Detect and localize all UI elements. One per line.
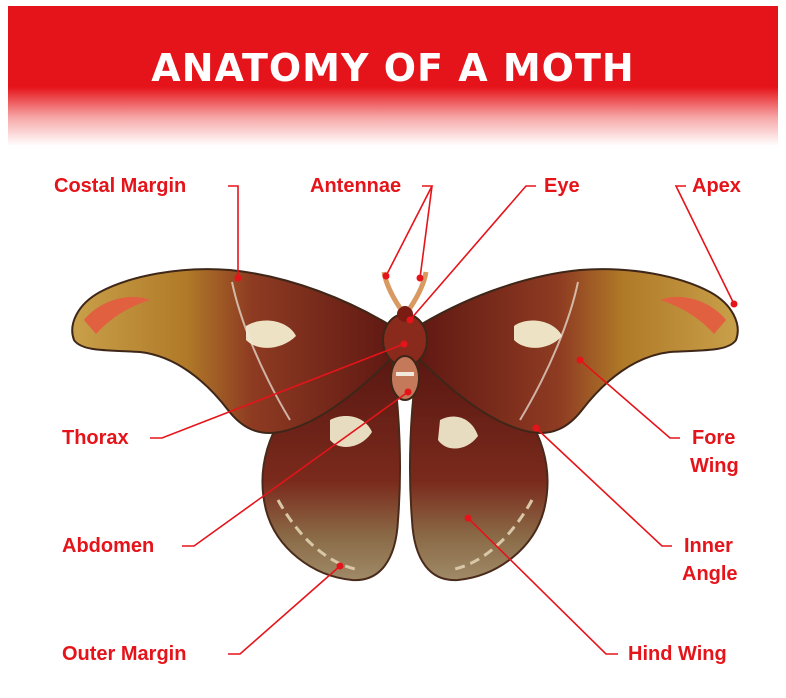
- label-abdomen: Abdomen: [62, 532, 154, 560]
- label-fore-wing-2: Wing: [690, 452, 739, 480]
- label-costal-margin: Costal Margin: [54, 172, 186, 200]
- label-outer-margin: Outer Margin: [62, 640, 186, 668]
- label-antennae: Antennae: [310, 172, 401, 200]
- label-fore-wing-1: Fore: [692, 424, 735, 452]
- label-eye: Eye: [544, 172, 580, 200]
- label-inner-angle-1: Inner: [684, 532, 733, 560]
- label-apex: Apex: [692, 172, 741, 200]
- label-thorax: Thorax: [62, 424, 129, 452]
- label-hind-wing: Hind Wing: [628, 640, 727, 668]
- label-inner-angle-2: Angle: [682, 560, 738, 588]
